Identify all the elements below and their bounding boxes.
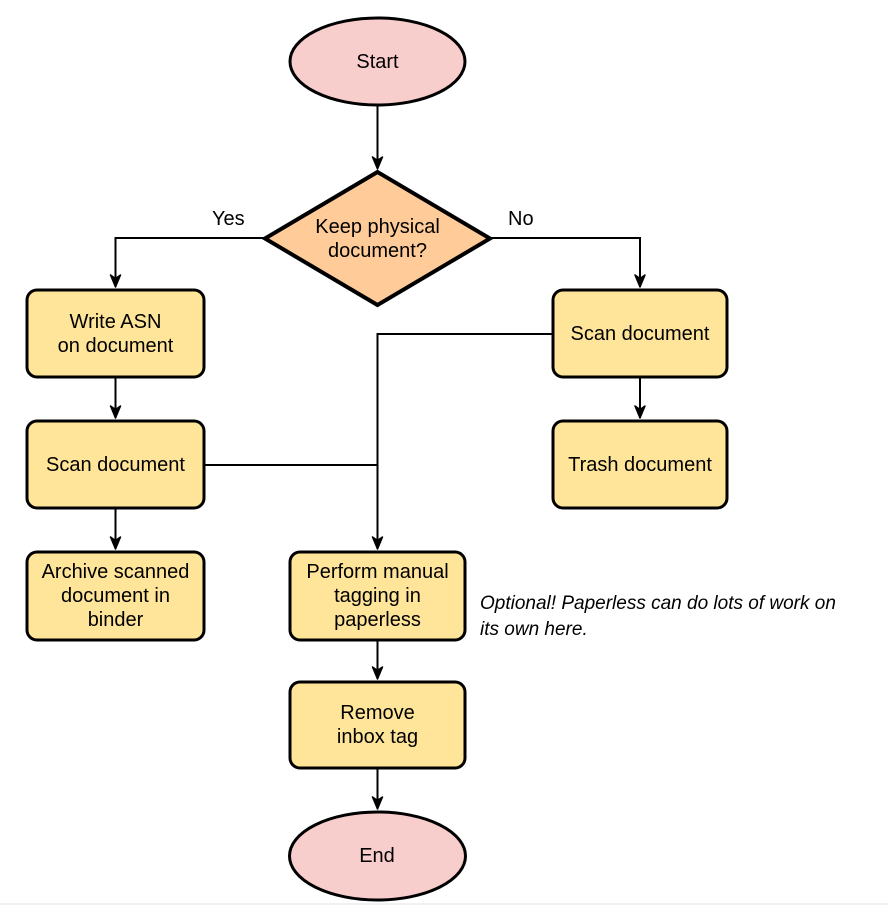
tagging-box-shape bbox=[288, 550, 467, 642]
edge-label-no: No bbox=[508, 208, 534, 230]
edge-decision-yes-to-write-asn bbox=[109, 237, 267, 288]
edge-label-yes: Yes bbox=[212, 208, 245, 230]
decision-diamond-shape bbox=[261, 169, 494, 308]
trash-document-box-shape bbox=[551, 419, 729, 510]
scan-document-left-box-shape bbox=[25, 419, 206, 510]
end-terminal-shape bbox=[288, 810, 467, 902]
page-bottom-divider bbox=[0, 903, 888, 905]
optional-note: Optional! Paperless can do lots of work … bbox=[480, 593, 836, 641]
scan-document-right-box-shape bbox=[551, 288, 729, 379]
remove-inbox-box-shape bbox=[288, 680, 467, 770]
edge-decision-no-to-scan-right bbox=[488, 237, 646, 288]
write-asn-box-shape bbox=[25, 288, 206, 379]
start-terminal-shape bbox=[288, 16, 467, 107]
archive-box-shape bbox=[25, 550, 206, 642]
edge-scan-right-to-tagging bbox=[371, 333, 553, 550]
